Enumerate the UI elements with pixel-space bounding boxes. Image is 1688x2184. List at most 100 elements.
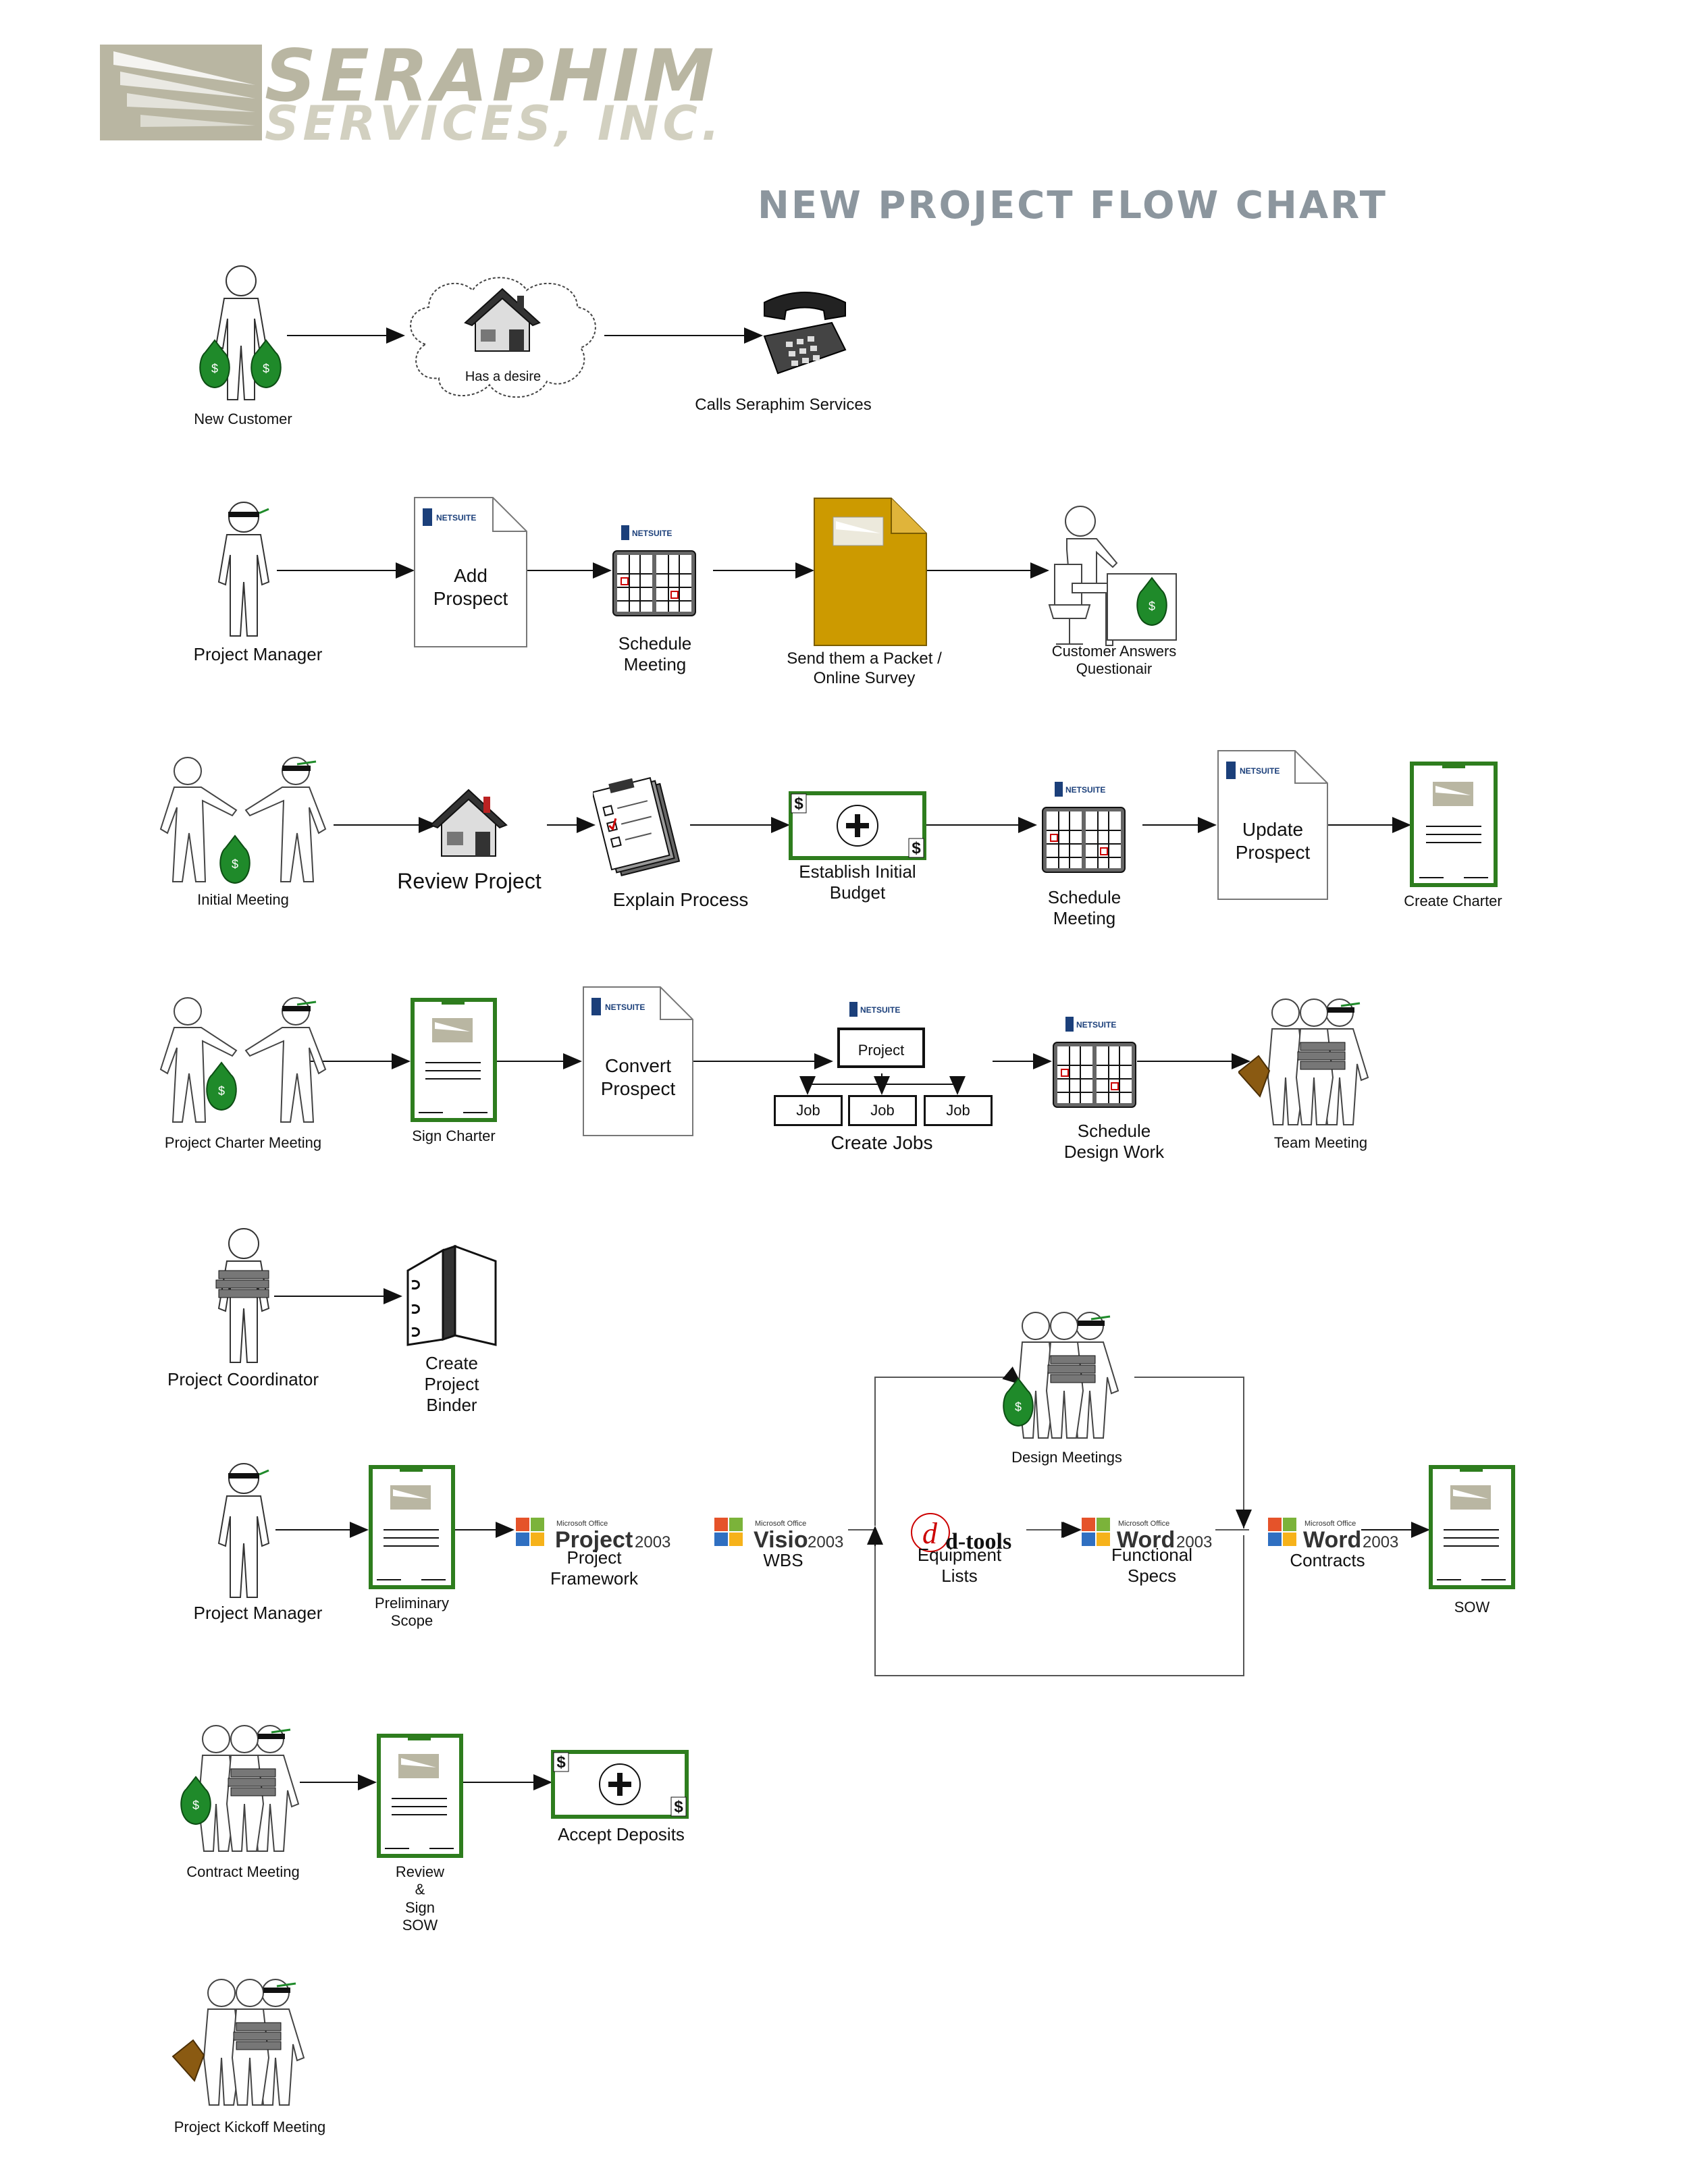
currency-symbol: $ <box>1015 1400 1022 1414</box>
accept-deposits-label: Accept Deposits <box>558 1824 685 1844</box>
customer-at-desk-icon: $ <box>1048 506 1177 646</box>
currency-symbol: $ <box>912 839 921 857</box>
currency-symbol: $ <box>263 362 269 375</box>
netsuite-document-icon: NETSUITE <box>583 986 693 1136</box>
create-jobs-label: Create Jobs <box>830 1132 933 1153</box>
svg-text:d: d <box>922 1517 938 1550</box>
netsuite-mark-icon: NETSUITE <box>849 1002 900 1017</box>
contract-meeting-label: Contract Meeting <box>186 1863 300 1880</box>
project-manager-label: Project Manager <box>193 644 323 664</box>
schedule-meeting-label: Schedule Meeting <box>618 633 692 675</box>
ms-office-mark: Microsoft Office <box>556 1520 608 1528</box>
netsuite-mark: NETSUITE <box>436 513 476 523</box>
calendar-icon <box>1042 807 1126 873</box>
schedule-design-label: Schedule Design Work <box>1063 1121 1165 1163</box>
ms-office-mark: Microsoft Office <box>1304 1520 1356 1528</box>
netsuite-mark-icon: NETSUITE <box>1055 782 1105 797</box>
customer-answers-label: Customer Answers Questionair <box>1051 643 1177 678</box>
telephone-icon <box>763 292 847 375</box>
company-logo-icon <box>100 45 262 140</box>
money-bag-icon: $ <box>180 1776 211 1826</box>
initial-meeting-label: Initial Meeting <box>197 891 289 908</box>
job-box-1: Job <box>774 1095 843 1126</box>
d-tools-logo-icon: d d-tools <box>911 1513 1011 1554</box>
ms-word-mark: Word <box>1303 1527 1361 1553</box>
project-box: Project <box>837 1028 925 1068</box>
currency-symbol: $ <box>211 362 218 375</box>
charter-meeting-figures-icon: $ <box>159 997 327 1123</box>
ms-office-mark: Microsoft Office <box>1118 1520 1169 1528</box>
money-bag-icon: $ <box>1136 577 1167 627</box>
money-bag-icon: $ <box>1003 1377 1034 1427</box>
project-manager-figure-icon <box>217 1463 270 1598</box>
initial-meeting-figures-icon: $ <box>159 757 327 884</box>
currency-symbol: $ <box>794 795 803 813</box>
has-desire-label: Has a desire <box>465 369 542 384</box>
netsuite-mark-icon: NETSUITE <box>1065 1017 1116 1032</box>
house-icon <box>464 288 541 352</box>
currency-symbol: $ <box>674 1798 683 1816</box>
charter-meeting-label: Project Charter Meeting <box>164 1134 322 1151</box>
review-sow-document-icon <box>377 1734 463 1858</box>
ms-version-mark: 2003 <box>635 1533 670 1551</box>
ms-version-mark: 2003 <box>1176 1533 1212 1551</box>
ms-version-mark: 2003 <box>1363 1533 1398 1551</box>
charter-document-icon <box>1410 762 1498 887</box>
job-box-3: Job <box>924 1095 993 1126</box>
coordinator-label: Project Coordinator <box>167 1369 319 1389</box>
netsuite-mark: NETSUITE <box>1076 1020 1116 1030</box>
currency-symbol: $ <box>192 1799 199 1812</box>
team-meeting-figures-icon <box>1238 998 1369 1125</box>
add-prospect-label: Add Prospect <box>433 565 508 609</box>
ms-visio-mark: Visio <box>754 1527 808 1553</box>
sow-label: SOW <box>1454 1599 1490 1616</box>
kickoff-meeting-label: Project Kickoff Meeting <box>174 2119 326 2135</box>
clipboard-checklist-icon <box>593 777 681 876</box>
d-tools-mark: d-tools <box>945 1529 1011 1554</box>
send-packet-label: Send them a Packet / Online Survey <box>787 649 942 687</box>
establish-budget-label: Establish Initial Budget <box>799 861 916 903</box>
ms-project-mark: Project <box>555 1527 633 1553</box>
update-prospect-label: Update Prospect <box>1235 819 1311 863</box>
scope-document-icon <box>369 1465 455 1589</box>
functional-specs-label: Functional Specs <box>1111 1545 1192 1587</box>
packet-folder-icon <box>814 498 927 646</box>
contracts-label: Contracts <box>1290 1550 1365 1570</box>
kickoff-meeting-figures-icon <box>172 1979 305 2106</box>
page-title: NEW PROJECT FLOW CHART <box>758 184 1388 228</box>
design-meetings-label: Design Meetings <box>1011 1449 1122 1466</box>
contract-meeting-figures-icon: $ <box>180 1725 300 1852</box>
netsuite-document-icon: NETSUITE <box>414 497 527 647</box>
project-manager-figure-icon <box>217 502 270 637</box>
ms-project-logo-icon: Microsoft Office Project 2003 <box>516 1518 670 1553</box>
team-meeting-label: Team Meeting <box>1273 1134 1368 1151</box>
project-manager-label-2: Project Manager <box>193 1603 323 1623</box>
ms-word-logo-icon: Microsoft Office Word 2003 <box>1082 1518 1212 1553</box>
new-customer-figure-icon: $ $ <box>199 265 282 400</box>
ms-word-mark: Word <box>1117 1527 1175 1553</box>
charter-document-icon <box>411 998 497 1122</box>
house-icon <box>429 789 508 857</box>
ms-version-mark: 2003 <box>808 1533 843 1551</box>
ms-visio-logo-icon: Microsoft Office Visio 2003 <box>714 1518 843 1553</box>
netsuite-mark: NETSUITE <box>1065 785 1105 795</box>
convert-prospect-label: Convert Prospect <box>600 1055 676 1099</box>
netsuite-mark: NETSUITE <box>860 1005 900 1015</box>
netsuite-mark: NETSUITE <box>605 1003 645 1012</box>
job-box-2: Job <box>848 1095 917 1126</box>
wbs-label: WBS <box>763 1550 803 1570</box>
money-bag-icon: $ <box>219 834 250 884</box>
project-framework-label: Project Framework <box>550 1547 638 1589</box>
calls-label: Calls Seraphim Services <box>695 396 872 414</box>
currency-symbol: $ <box>556 1753 566 1772</box>
review-project-label: Review Project <box>397 869 542 893</box>
netsuite-document-icon: NETSUITE <box>1217 750 1328 900</box>
explain-process-label: Explain Process <box>612 889 749 910</box>
currency-symbol: $ <box>218 1084 225 1098</box>
create-binder-label: Create Project Binder <box>424 1353 479 1416</box>
equipment-lists-label: Equipment Lists <box>917 1545 1002 1587</box>
review-sign-sow-label: Review & Sign SOW <box>395 1863 445 1934</box>
money-bag-icon: $ <box>206 1061 237 1111</box>
ms-office-mark: Microsoft Office <box>755 1520 806 1528</box>
